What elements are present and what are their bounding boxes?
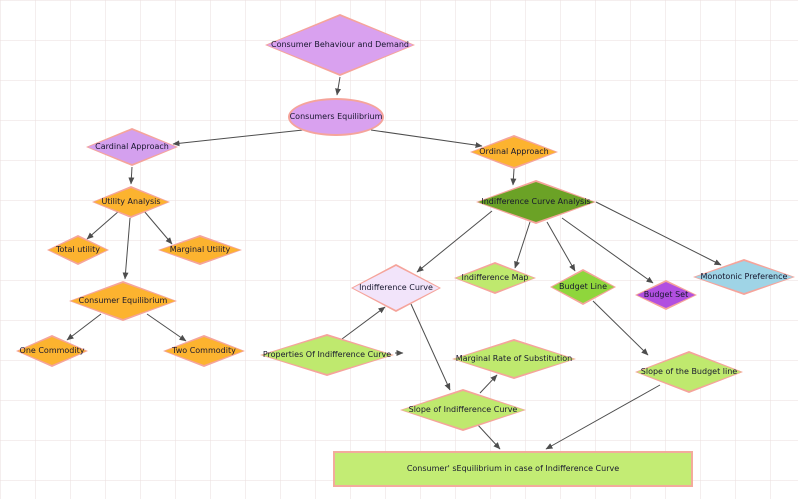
node-label: Indifference Curve Analysis bbox=[481, 197, 591, 206]
node-two-commodity: Two Commodity bbox=[163, 335, 245, 367]
node-label: Consumer Equilibrium bbox=[78, 296, 168, 305]
node-label: Indifference Curve bbox=[359, 283, 433, 292]
node-monotonic-preference: Monotonic Preference bbox=[693, 259, 795, 295]
edge-budget-line-to-slope-budget bbox=[592, 300, 649, 356]
node-label: Indifference Map bbox=[461, 273, 529, 282]
edge-slope-indifference-to-box bbox=[476, 423, 501, 450]
node-label: Slope of Indifference Curve bbox=[408, 405, 518, 414]
node-utility-analysis: Utility Analysis bbox=[92, 186, 170, 218]
node-label: Consumers Equilibrium bbox=[289, 112, 383, 121]
edge-indifference-curve-to-slope bbox=[410, 303, 451, 391]
node-slope-of-the-budget-line: Slope of the Budget line bbox=[635, 351, 743, 393]
node-consumer-equilibrium: Consumer Equilibrium bbox=[69, 281, 177, 321]
edge-behaviour-to-equilibrium bbox=[335, 76, 342, 96]
edge-ordinal-to-indifference-curve-analysis bbox=[510, 168, 517, 186]
node-indifference-map: Indifference Map bbox=[454, 262, 536, 294]
node-label: Consumer Behaviour and Demand bbox=[271, 40, 409, 49]
node-properties-of-indifference-curve: Properties Of Indifference Curve bbox=[260, 334, 394, 376]
node-label: Properties Of Indifference Curve bbox=[262, 350, 392, 359]
node-label: Budget Line bbox=[559, 282, 607, 291]
node-consumer-behaviour-and-demand: Consumer Behaviour and Demand bbox=[265, 14, 415, 76]
node-label: Marginal Utility bbox=[169, 245, 231, 254]
node-label: Two Commodity bbox=[172, 346, 236, 355]
node-label: Ordinal Approach bbox=[479, 147, 549, 156]
node-label: Consumer' sEquilibrium in case of Indiff… bbox=[406, 464, 620, 473]
edge-analysis-to-budget-line bbox=[546, 221, 576, 272]
node-consumers-equilibrium-box: Consumer' sEquilibrium in case of Indiff… bbox=[333, 451, 693, 487]
node-consumers-equilibrium: Consumers Equilibrium bbox=[288, 98, 384, 136]
node-budget-set: Budget Set bbox=[635, 280, 697, 310]
node-marginal-rate-of-substitution: Marginal Rate of Substitution bbox=[452, 339, 576, 379]
node-total-utility: Total utility bbox=[47, 235, 109, 265]
node-ordinal-approach: Ordinal Approach bbox=[470, 135, 558, 169]
edge-utility-to-consumer-equilibrium bbox=[122, 217, 131, 280]
node-label: Monotonic Preference bbox=[700, 272, 788, 281]
edge-analysis-to-monotonic-preference bbox=[595, 201, 722, 266]
edge-analysis-to-indifference-curve bbox=[416, 210, 493, 273]
edge-equilibrium-to-ordinal bbox=[370, 129, 483, 149]
node-marginal-utility: Marginal Utility bbox=[158, 235, 242, 265]
edge-slope-to-marginal-rate bbox=[479, 374, 498, 394]
edge-consumer-eq-to-two-commodity bbox=[146, 313, 187, 342]
node-slope-of-indifference-curve: Slope of Indifference Curve bbox=[400, 389, 526, 431]
node-label: Cardinal Approach bbox=[95, 142, 169, 151]
node-label: Total utility bbox=[56, 245, 100, 254]
edge-consumer-eq-to-one-commodity bbox=[66, 313, 102, 341]
node-label: Marginal Rate of Substitution bbox=[455, 354, 573, 363]
edge-cardinal-to-utility-analysis bbox=[128, 166, 135, 185]
node-label: One Commodity bbox=[19, 346, 85, 355]
edge-utility-to-total-utility bbox=[86, 210, 120, 240]
edge-analysis-to-indifference-map bbox=[514, 221, 531, 269]
node-one-commodity: One Commodity bbox=[16, 335, 88, 367]
edge-analysis-to-budget-set bbox=[561, 217, 654, 284]
edge-slope-budget-to-box bbox=[545, 384, 661, 450]
edge-equilibrium-to-cardinal bbox=[172, 129, 304, 147]
node-budget-line: Budget Line bbox=[550, 269, 616, 305]
edge-utility-to-marginal-utility bbox=[143, 210, 173, 245]
node-cardinal-approach: Cardinal Approach bbox=[86, 128, 178, 166]
node-indifference-curve: Indifference Curve bbox=[351, 264, 441, 312]
node-label: Slope of the Budget line bbox=[640, 367, 738, 376]
node-indifference-curve-analysis: Indifference Curve Analysis bbox=[476, 180, 596, 224]
node-label: Utility Analysis bbox=[101, 197, 161, 206]
edge-properties-to-indifference-curve bbox=[341, 306, 386, 340]
node-label: Budget Set bbox=[643, 290, 689, 299]
